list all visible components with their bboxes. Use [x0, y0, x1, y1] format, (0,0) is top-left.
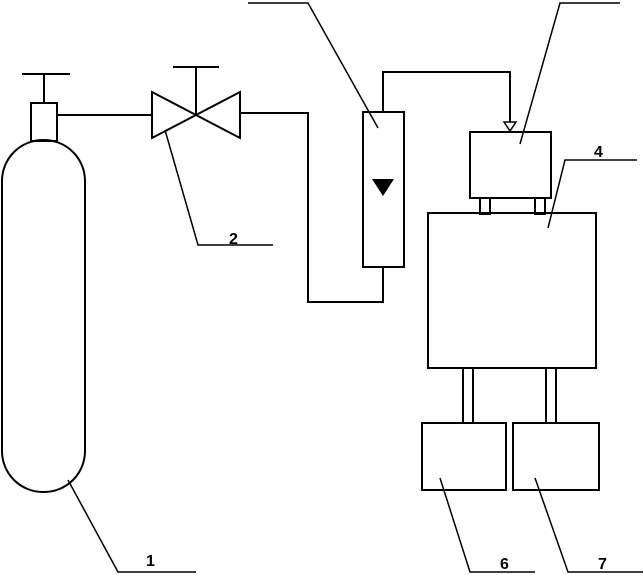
- flowmeter: [362, 111, 405, 268]
- inlet-arrow-icon: [502, 121, 518, 133]
- flowmeter-float-icon: [372, 179, 394, 196]
- leader-sensor: [519, 2, 620, 145]
- sensor-box: [469, 131, 552, 199]
- connector-4-6: [462, 367, 474, 424]
- label-2: 2: [229, 231, 238, 248]
- valve: [151, 66, 241, 140]
- label-6: 6: [500, 556, 509, 573]
- gas-cylinder: [1, 73, 86, 493]
- label-1: 1: [146, 553, 155, 570]
- leader-1: [67, 479, 196, 573]
- pipe-valve-to-flowmeter: [240, 112, 384, 303]
- leader-7: [534, 477, 643, 573]
- main-unit-box: [427, 212, 597, 369]
- connector-5-4-left: [479, 197, 491, 215]
- leader-6: [439, 477, 535, 573]
- leader-flowmeter: [248, 2, 379, 129]
- leader-2: [164, 129, 273, 246]
- connector-5-4-right: [534, 197, 546, 215]
- output-box-6: [421, 422, 507, 491]
- connector-4-7: [545, 367, 557, 424]
- leader-4: [547, 159, 637, 229]
- output-box-7: [512, 422, 600, 491]
- label-4: 4: [594, 144, 603, 161]
- pipe-flowmeter-to-sensor: [382, 71, 511, 122]
- label-7: 7: [598, 556, 607, 573]
